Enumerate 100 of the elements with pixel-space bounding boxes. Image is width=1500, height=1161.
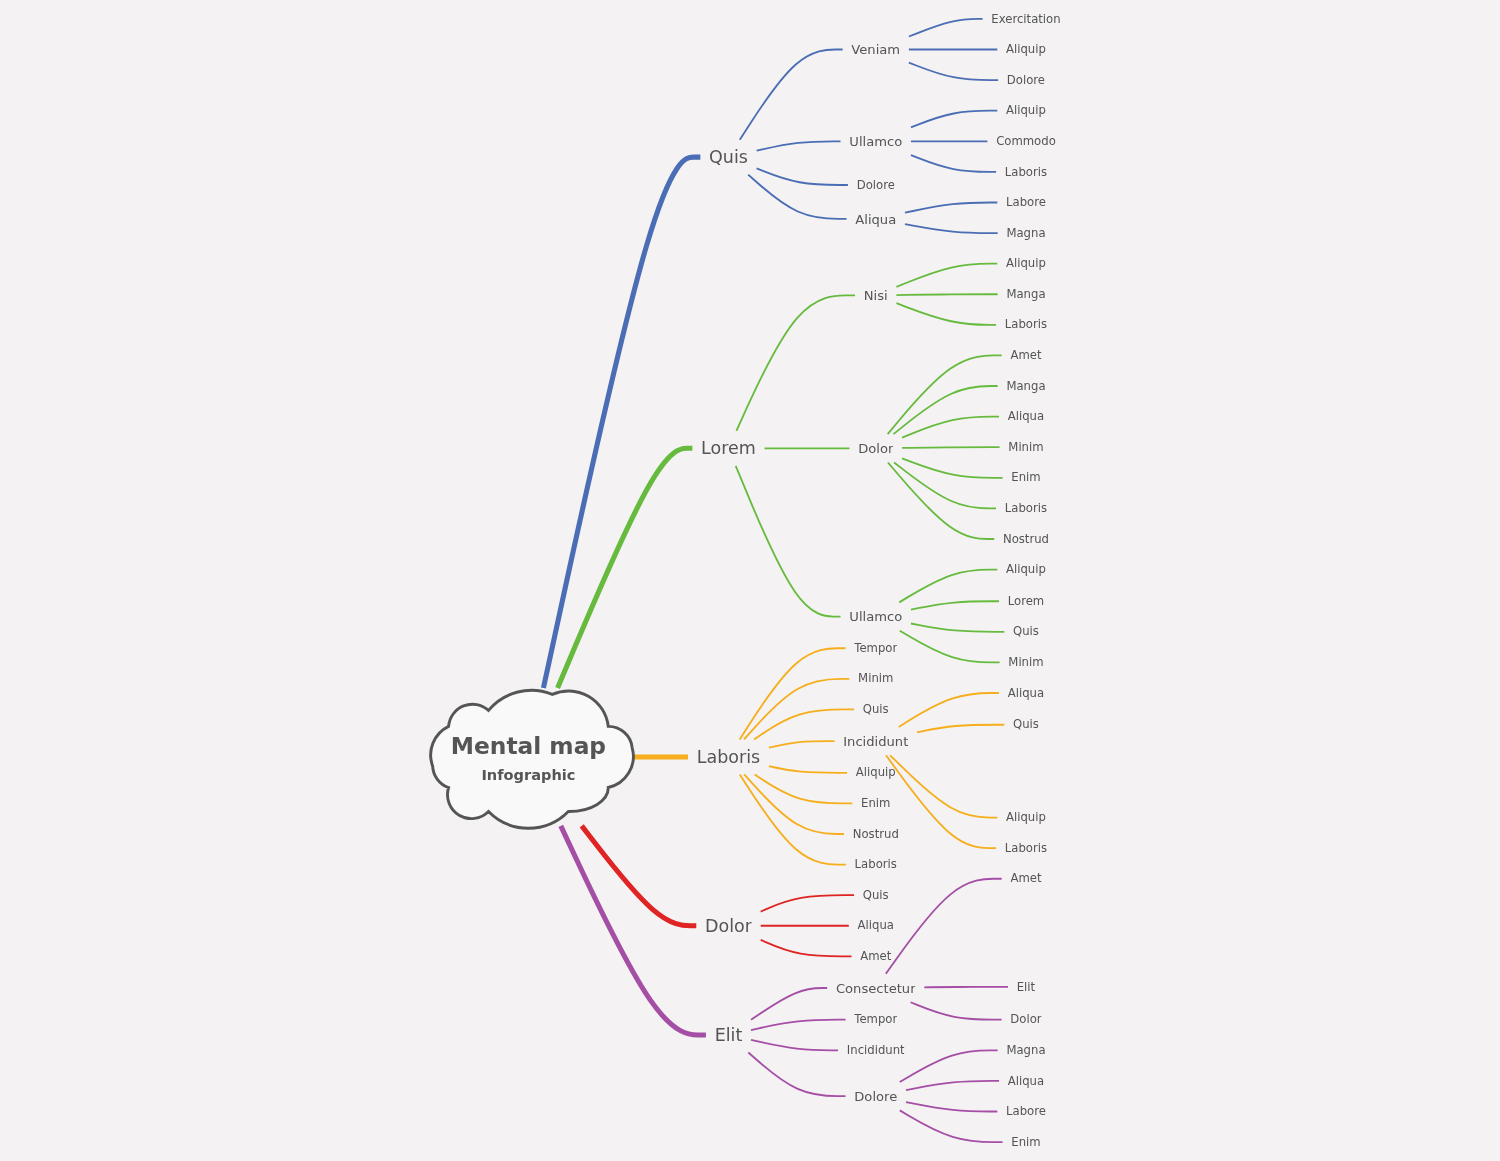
node-text: Laboris	[696, 746, 761, 768]
node-text: Commodo	[996, 134, 1056, 148]
connector	[738, 48, 844, 141]
connector	[901, 446, 1001, 449]
connector	[555, 445, 693, 689]
node-text: Aliqua	[1007, 409, 1045, 424]
node-text: Dolore	[856, 177, 895, 192]
connector	[909, 1001, 1003, 1021]
connector	[768, 765, 848, 774]
node-text: Tempor	[854, 1012, 898, 1027]
connector	[750, 1018, 847, 1031]
node-text: Manga	[1006, 378, 1046, 393]
connector	[579, 824, 697, 929]
connector	[743, 773, 845, 835]
connector	[910, 600, 1000, 611]
node-text: Aliqua	[855, 211, 897, 227]
node-text: Dolor	[1010, 1012, 1042, 1027]
node-text: Aliquip	[1006, 42, 1046, 57]
node-text: Magna	[1006, 225, 1046, 240]
connector	[898, 568, 999, 604]
connector	[895, 262, 999, 288]
connector	[907, 48, 999, 51]
node-text: Magna	[1006, 1043, 1046, 1057]
node-text: Quis	[1013, 624, 1039, 639]
connector	[892, 385, 999, 435]
connector	[910, 109, 999, 129]
node-text: Nostrud	[852, 826, 899, 841]
connector	[889, 754, 999, 819]
connector	[755, 167, 849, 186]
node-text: Enim	[1011, 470, 1041, 485]
connector	[759, 939, 853, 958]
connector	[910, 154, 997, 173]
connector	[743, 677, 851, 741]
connector	[895, 302, 997, 326]
node-text: Enim	[861, 796, 891, 810]
node-text: Elit	[714, 1024, 743, 1046]
node-text: Aliqua	[1007, 1073, 1045, 1088]
connector	[759, 894, 855, 913]
node-text: Dolore	[1006, 72, 1046, 87]
node-text: Laboris	[1004, 317, 1048, 332]
node-text: Quis	[709, 146, 748, 168]
connector	[887, 461, 996, 540]
node-text: Nostrud	[1002, 531, 1049, 546]
connector	[753, 708, 855, 741]
node-text: Lorem	[701, 438, 756, 459]
connector	[905, 1079, 1000, 1092]
node-text: Ullamco	[849, 133, 903, 149]
node-text: Aliquip	[1006, 562, 1046, 577]
node-text: Laboris	[854, 857, 897, 872]
connector	[734, 464, 842, 618]
connector	[901, 415, 1000, 439]
node-text: Amet	[860, 949, 892, 963]
connector	[759, 924, 850, 927]
node-text: Laboris	[1004, 501, 1048, 515]
node-text: Laboris	[1004, 840, 1048, 855]
node-text: Dolore	[854, 1088, 898, 1104]
connector	[904, 201, 999, 214]
connector	[916, 723, 1006, 734]
node-text: Nisi	[863, 287, 888, 303]
connector	[893, 461, 997, 510]
connector	[540, 154, 701, 689]
connector	[738, 773, 847, 866]
connector	[910, 140, 989, 143]
node-text: Dolor	[705, 915, 752, 936]
connector	[905, 1101, 999, 1113]
node-text: Aliquip	[1006, 103, 1046, 118]
node-text: Aliquip	[1006, 810, 1046, 825]
connector	[738, 647, 847, 741]
node-text: Aliqua	[1007, 685, 1045, 700]
node-text: Quis	[1013, 717, 1039, 732]
node-text: Incididunt	[846, 1043, 905, 1057]
connector	[898, 629, 1001, 664]
connector	[755, 140, 842, 152]
connector	[901, 457, 1004, 479]
connector	[898, 1049, 999, 1083]
connector	[898, 1109, 1004, 1143]
node-text: Minim	[1008, 655, 1044, 669]
node-text: Dolor	[858, 440, 894, 456]
connector	[886, 354, 1003, 435]
connector	[884, 877, 1003, 975]
connector	[735, 294, 856, 432]
connector	[910, 622, 1006, 633]
node-text: Labore	[1006, 195, 1046, 210]
node-text: Laboris	[1004, 164, 1048, 179]
connector	[923, 986, 1009, 989]
connector	[904, 223, 999, 234]
connector	[897, 692, 1000, 728]
connector	[763, 447, 851, 450]
connector	[747, 173, 848, 220]
node-text: Veniam	[851, 41, 901, 58]
connector	[753, 773, 854, 805]
node-text: Quis	[862, 887, 889, 902]
node-text: Consectetur	[835, 980, 916, 996]
node-text: Labore	[1006, 1104, 1046, 1119]
connector	[885, 754, 997, 850]
connector	[750, 1039, 839, 1052]
connector	[750, 987, 829, 1021]
connector	[768, 740, 836, 749]
node-text: Incididunt	[843, 733, 909, 749]
connector	[907, 18, 984, 38]
